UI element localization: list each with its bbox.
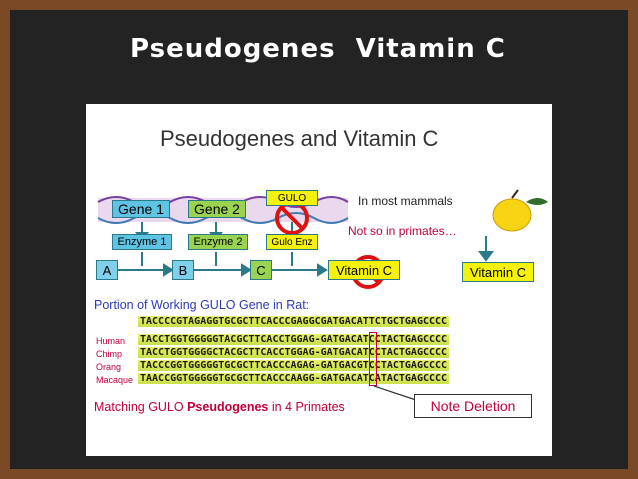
node-vitamin-c: Vitamin C (328, 260, 400, 280)
species-sequence: TAACCGGTGGGGGTGCGCTTCACCCAAGG-GATGACATCA… (138, 373, 450, 384)
note-not-primates: Not so in primates… (348, 224, 457, 238)
deletion-highlight (369, 332, 377, 386)
enzyme-2-box: Enzyme 2 (188, 234, 248, 250)
slide-title: Pseudogenes Vitamin C (130, 34, 506, 64)
lemon-icon (492, 189, 548, 232)
portion-label: Portion of Working GULO Gene in Rat: (94, 298, 310, 312)
species-sequence: TACCTGGTGGGGGTACGCTTCACCTGGAG-GATGACATCC… (138, 334, 450, 345)
species-sequence: TACCTGGTGGGGCTACGCTTCACCTGGAG-GATGACATCC… (138, 347, 450, 358)
gulo-gene-box: GULO (266, 190, 318, 206)
gene-1-box: Gene 1 (112, 200, 170, 218)
species-label: Human (96, 336, 126, 346)
matching-caption: Matching GULO Pseudogenes in 4 Primates (94, 400, 345, 414)
node-a: A (96, 260, 118, 280)
gulo-enzyme-box: Gulo Enz (266, 234, 318, 250)
vitamin-c-mammals-box: Vitamin C (462, 262, 534, 282)
species-label: Orang (96, 362, 122, 372)
node-c: C (250, 260, 272, 280)
note-deletion-box: Note Deletion (414, 394, 532, 418)
node-b: B (172, 260, 194, 280)
gene-2-box: Gene 2 (188, 200, 246, 218)
species-label: Chimp (96, 349, 123, 359)
species-label: Macaque (96, 375, 134, 385)
rat-sequence: TACCCCGTAGAGGTGCGCTTCACCCGAGGCGATGACATTC… (138, 316, 450, 327)
figure-title: Pseudogenes and Vitamin C (160, 126, 439, 151)
note-most-mammals: In most mammals (358, 194, 453, 208)
enzyme-1-box: Enzyme 1 (112, 234, 172, 250)
species-sequence: TACCCGGTGGGGGTGCGCTTCACCCAGAG-GATGACGTCC… (138, 360, 450, 371)
figure-card: Pseudogenes and Vitamin C (86, 104, 552, 456)
